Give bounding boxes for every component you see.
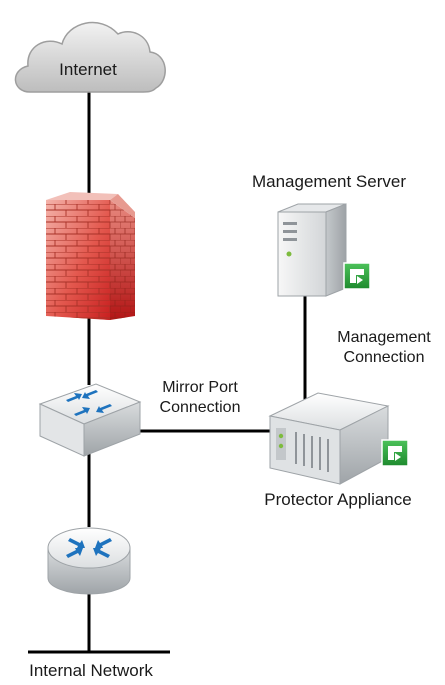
connection-lines <box>28 92 307 654</box>
server-tower-icon <box>277 203 347 297</box>
internet-label: Internet <box>59 60 117 79</box>
cloud-icon <box>14 21 166 93</box>
protector-appliance-badge-icon <box>381 439 409 467</box>
management-connection-label-line1: Management <box>337 329 431 346</box>
router-icon <box>47 527 131 595</box>
mirror-port-label-line2: Connection <box>160 399 241 416</box>
firewall-icon <box>46 192 135 320</box>
internal-network-label: Internal Network <box>29 661 153 680</box>
management-connection-label-line2: Connection <box>344 349 425 366</box>
management-server-badge-icon <box>343 262 371 290</box>
switch-icon <box>38 383 142 457</box>
mirror-port-label-line1: Mirror Port <box>162 379 238 396</box>
protector-appliance-label: Protector Appliance <box>264 490 411 509</box>
rack-appliance-icon <box>268 392 390 485</box>
management-server-label: Management Server <box>252 172 406 191</box>
